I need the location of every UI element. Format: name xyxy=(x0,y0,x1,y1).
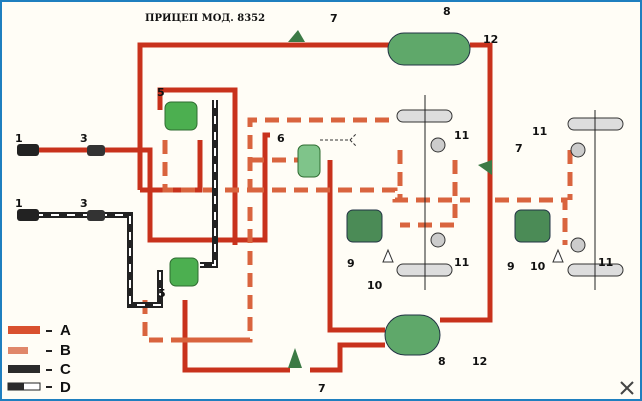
svg-text:3: 3 xyxy=(80,197,88,210)
pressure-regulator-7-mid xyxy=(478,160,492,175)
legend-swatch-b xyxy=(8,347,28,354)
line-dash-2 xyxy=(250,187,470,203)
svg-text:10: 10 xyxy=(530,260,546,273)
valve-10-right xyxy=(552,248,564,263)
svg-text:7: 7 xyxy=(318,382,326,395)
line-top xyxy=(137,42,390,190)
svg-text:8: 8 xyxy=(438,355,446,368)
svg-text:1: 1 xyxy=(15,197,23,210)
legend-swatch-c xyxy=(8,365,40,373)
svg-text:11: 11 xyxy=(598,256,613,269)
svg-text:3: 3 xyxy=(80,132,88,145)
tools-icon[interactable] xyxy=(620,381,634,395)
svg-text:6: 6 xyxy=(277,132,285,145)
svg-text:8: 8 xyxy=(443,5,451,18)
air-tank-8-top xyxy=(387,32,471,66)
svg-text:5: 5 xyxy=(158,287,166,300)
svg-text:11: 11 xyxy=(454,129,469,142)
svg-text:11: 11 xyxy=(454,256,469,269)
brake-chambers-11 xyxy=(430,137,586,253)
coupling-head-1 xyxy=(17,144,39,221)
line-supply xyxy=(35,132,270,243)
valve-6 xyxy=(297,144,321,178)
brake-drums xyxy=(396,95,624,290)
line-bottom-left xyxy=(182,300,290,373)
pressure-regulator-7-bottom xyxy=(288,348,302,368)
svg-text:12: 12 xyxy=(472,355,487,368)
line-mid-down xyxy=(327,160,385,333)
line-valve5-loop xyxy=(157,87,238,245)
svg-text:1: 1 xyxy=(15,132,23,145)
svg-text:11: 11 xyxy=(532,125,547,138)
svg-text:9: 9 xyxy=(347,257,355,270)
svg-text:5: 5 xyxy=(157,86,165,99)
lines-solid-red xyxy=(35,42,493,373)
brake-chamber-9-left xyxy=(346,209,383,243)
legend-swatch-a xyxy=(8,326,40,334)
line-bottom xyxy=(310,342,385,373)
line-right-top xyxy=(440,42,493,323)
air-distributor-5-bottom xyxy=(169,257,199,287)
line-valve5-top xyxy=(140,140,203,193)
svg-text:9: 9 xyxy=(507,260,515,273)
line-dash-7 xyxy=(400,160,458,228)
diagram-title: ПРИЦЕП МОД. 8352 xyxy=(145,13,265,24)
legend-label-b: B xyxy=(60,342,71,359)
valve-10-left xyxy=(382,248,394,263)
part-labels: 1 1 3 3 5 5 6 7 7 7 8 8 9 9 10 10 11 11 … xyxy=(15,5,613,395)
lines-dashed-red xyxy=(142,117,573,343)
legend-label-c: C xyxy=(60,361,71,378)
disconnect-valve-3 xyxy=(87,145,105,221)
legend-label-a: A xyxy=(60,322,71,339)
legend-label-d: D xyxy=(60,379,71,396)
line-dash-8 xyxy=(495,197,568,245)
svg-text:12: 12 xyxy=(483,33,498,46)
svg-text:7: 7 xyxy=(330,12,338,25)
legend: A B C D xyxy=(7,322,71,396)
svg-text:7: 7 xyxy=(515,142,523,155)
air-distributor-5-top xyxy=(164,101,198,131)
pressure-regulator-7-top xyxy=(288,30,305,42)
brake-chamber-9-right xyxy=(514,209,551,243)
svg-text:10: 10 xyxy=(367,279,383,292)
air-tank-8-bottom xyxy=(384,314,441,356)
